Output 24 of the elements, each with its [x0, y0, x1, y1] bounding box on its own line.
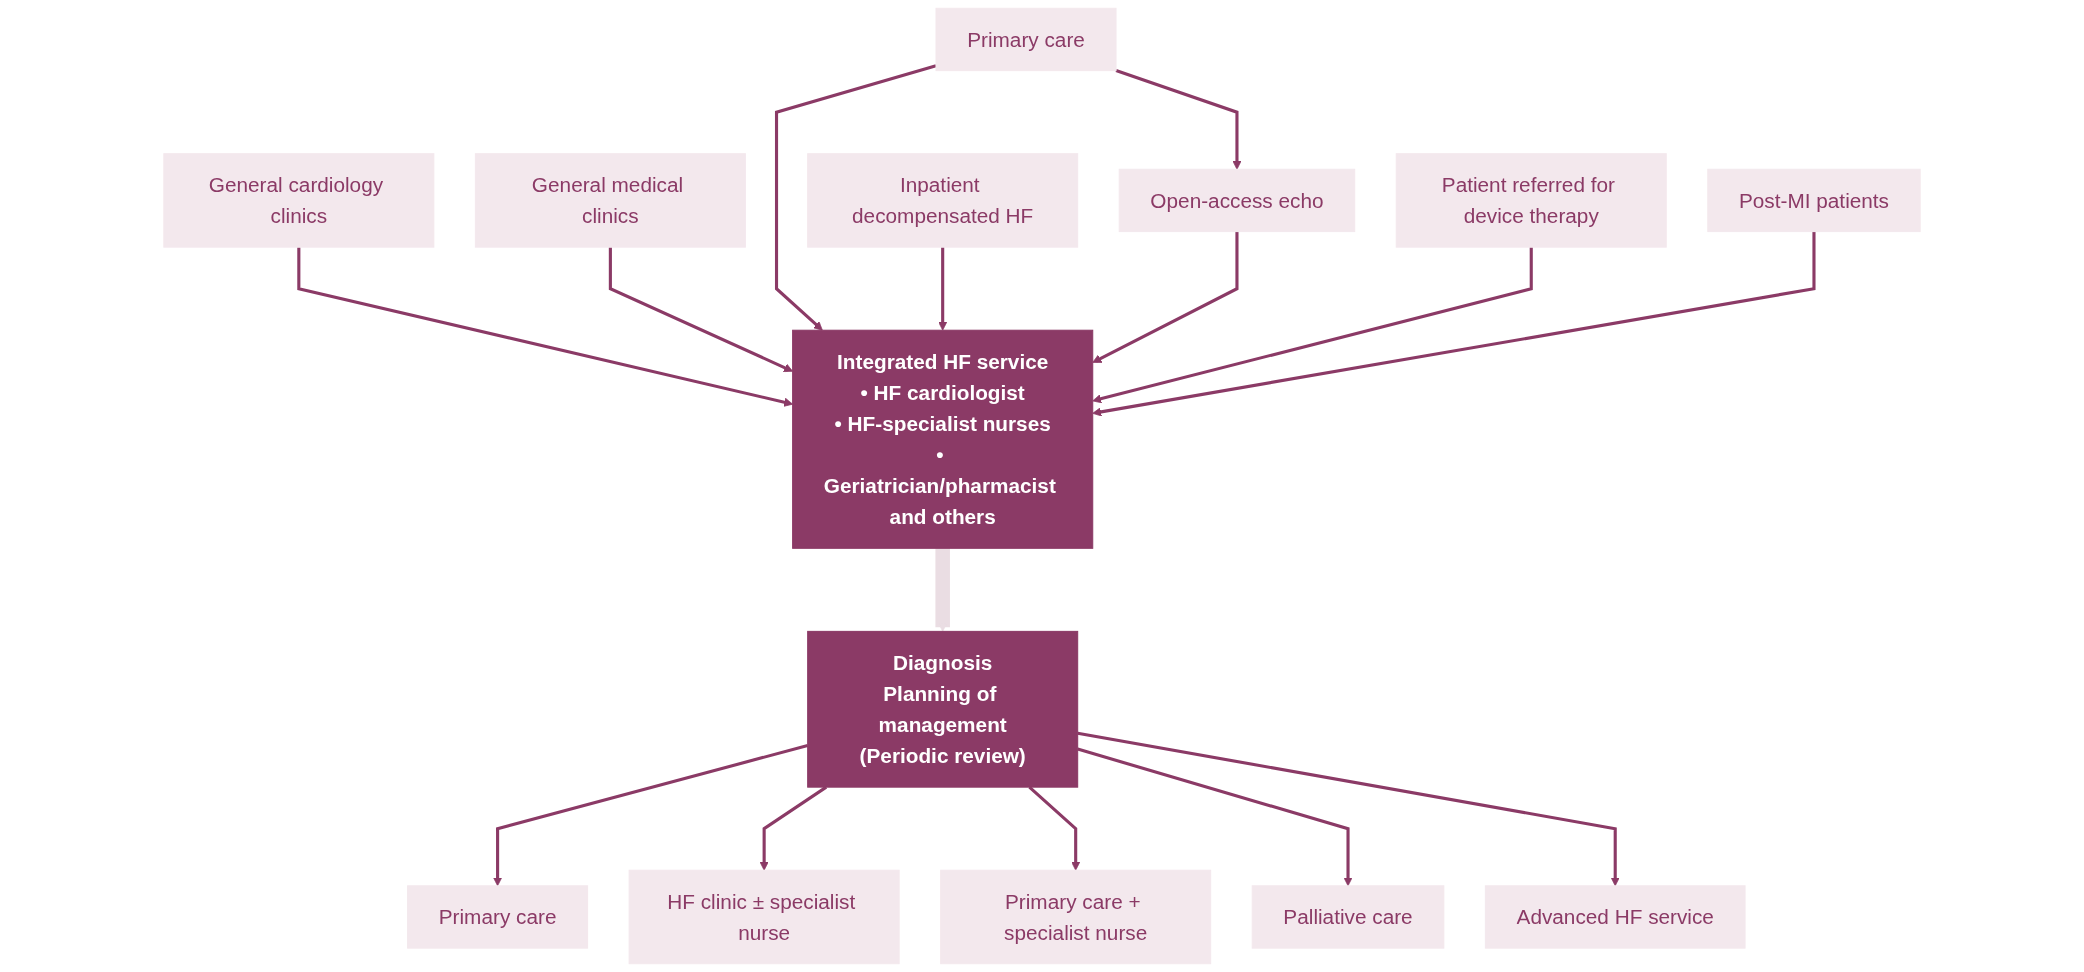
- node-box: Primary care: [407, 885, 589, 949]
- node-box: Palliative care: [1251, 885, 1445, 949]
- node-box: Primary care + specialist nurse: [940, 869, 1212, 965]
- arrow: [1077, 747, 1353, 887]
- node-box: Primary care: [935, 7, 1117, 72]
- arrow: [1092, 231, 1239, 363]
- arrow: [938, 247, 948, 331]
- arrow: [1115, 69, 1242, 170]
- node-box: General cardiology clinics: [163, 153, 435, 248]
- node-box: Advanced HF service: [1484, 885, 1746, 949]
- node-box: Integrated HF service • HF cardiologist • HF-specialist nurses • Geriatrician/pharmacist and others: [792, 329, 1094, 549]
- arrow: [1028, 786, 1081, 871]
- node-box: Post-MI patients: [1707, 168, 1921, 233]
- node-box: Inpatient decompensated HF: [807, 153, 1079, 248]
- arrow: [1092, 231, 1816, 417]
- node-box: Patient referred for device therapy: [1395, 153, 1667, 248]
- node-box: Open-access echo: [1118, 168, 1356, 233]
- node-box: Diagnosis Planning of management (Periodic review): [807, 630, 1079, 788]
- node-box: General medical clinics: [474, 153, 746, 248]
- arrow: [935, 548, 950, 632]
- arrow: [1092, 247, 1533, 404]
- arrow: [774, 64, 937, 331]
- arrow: [1077, 731, 1620, 887]
- node-box: HF clinic ± specialist nurse: [628, 869, 900, 965]
